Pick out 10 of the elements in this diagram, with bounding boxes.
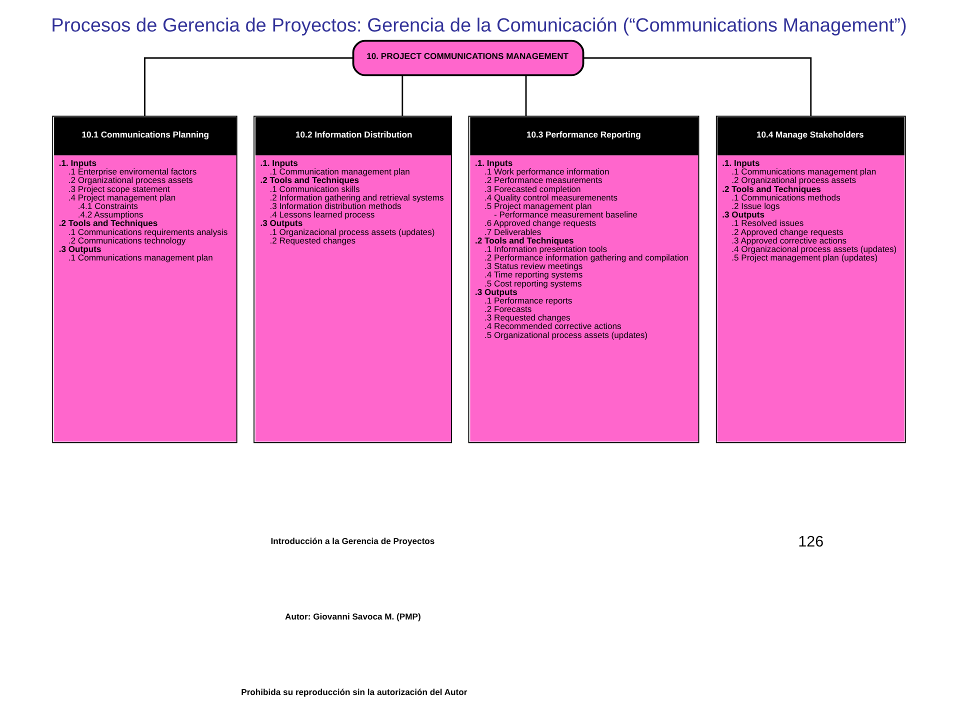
label: Prohibida su reproducción sin la autorización del Autor [241,686,468,697]
diagram-title: Procesos de Gerencia de Proyectos: Gerencia de la Comunicación (“Communications Management”) [51,15,907,36]
label: 126 [798,533,824,550]
connector [144,57,353,116]
label: Autor: Giovanni Savoca M. (PMP) [285,611,421,622]
connector [583,57,812,116]
label: Introducción a la Gerencia de Proyectos [270,536,435,546]
connector [525,75,527,116]
node-box: 10. PROJECT COMMUNICATIONS MANAGEMENT [352,40,584,76]
connector [402,75,404,116]
